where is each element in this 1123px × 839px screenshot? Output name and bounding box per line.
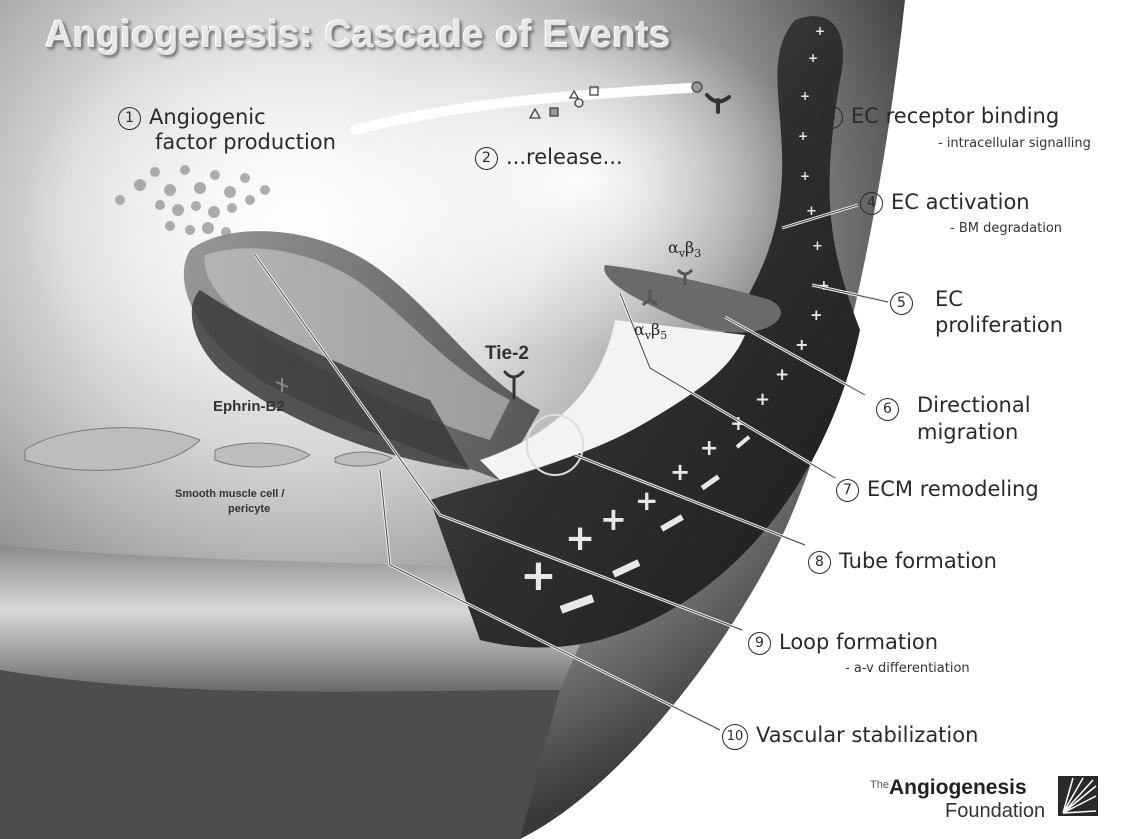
smc-label-line1: Smooth muscle cell / <box>175 488 284 500</box>
step-7-text: ECM remodeling <box>867 477 1039 501</box>
step-4-label: 4 EC activation <box>860 190 1030 215</box>
svg-text:+: + <box>812 239 823 254</box>
integrin-avb5-label: αvβ5 <box>634 320 667 342</box>
svg-text:+: + <box>755 389 770 410</box>
step-4-text: EC activation <box>891 190 1030 214</box>
logo-name: Angiogenesis <box>889 776 1027 799</box>
diagram-title: Angiogenesis: Cascade of Events <box>45 14 671 57</box>
step-5-text-line1: EC <box>935 287 963 312</box>
step-6-text-line2: migration <box>917 420 1018 445</box>
svg-text:+: + <box>795 335 808 354</box>
svg-text:+: + <box>815 24 825 38</box>
step-8-number: 8 <box>808 551 831 574</box>
svg-text:+: + <box>670 458 690 486</box>
svg-text:+: + <box>635 484 658 517</box>
step-5-text-line2: proliferation <box>935 313 1063 338</box>
svg-text:+: + <box>775 365 789 385</box>
step-9-text: Loop formation <box>779 630 938 654</box>
step-9-number: 9 <box>748 632 771 655</box>
step-10-text: Vascular stabilization <box>756 723 978 747</box>
step-6-text-line1: Directional <box>917 393 1031 418</box>
logo-prefix: The <box>870 779 889 791</box>
smc-label-line2: pericyte <box>228 503 270 515</box>
step-6-number: 6 <box>876 398 899 421</box>
svg-text:+: + <box>810 306 823 324</box>
step-2-number: 2 <box>475 147 498 170</box>
step-9-label: 9 Loop formation <box>748 630 938 655</box>
ephrin-label: Ephrin-B2 <box>213 398 285 415</box>
logo: TheAngiogenesis <box>870 776 1027 800</box>
step-6-label: 6 <box>876 396 907 421</box>
step-7-number: 7 <box>836 479 859 502</box>
step-9-sub: - a-v differentiation <box>845 661 970 677</box>
step-2-text: ...release... <box>506 145 623 169</box>
step-3-number: 3 <box>820 106 843 129</box>
step-3-sub: - intracellular signalling <box>938 136 1091 152</box>
step-2-label: 2 ...release... <box>475 145 623 170</box>
svg-text:+: + <box>798 129 808 143</box>
logo-line2: Foundation <box>945 800 1045 823</box>
svg-text:+: + <box>800 169 810 183</box>
step-10-number: 10 <box>722 724 748 750</box>
step-4-number: 4 <box>860 192 883 215</box>
step-7-label: 7 ECM remodeling <box>836 477 1039 502</box>
integrin-avb3-label: αvβ3 <box>668 238 701 260</box>
step-1-text-line2: factor production <box>118 130 336 154</box>
svg-text:+: + <box>600 500 627 538</box>
step-1-text-line1: Angiogenic <box>149 105 266 129</box>
logo-starburst-icon <box>1058 776 1098 816</box>
step-3-text: EC receptor binding <box>851 104 1059 128</box>
step-1-label: 1 Angiogenic factor production <box>118 105 336 155</box>
svg-text:+: + <box>565 518 595 559</box>
tie2-label: Tie-2 <box>485 343 529 365</box>
parent-vessel-lower <box>0 670 560 839</box>
step-3-label: 3 EC receptor binding <box>820 104 1059 129</box>
step-10-label: 10 Vascular stabilization <box>722 723 978 750</box>
step-8-label: 8 Tube formation <box>808 549 997 574</box>
step-1-number: 1 <box>118 107 141 130</box>
svg-text:+: + <box>808 51 818 65</box>
step-4-sub: - BM degradation <box>950 221 1062 237</box>
step-5-number: 5 <box>890 292 913 315</box>
svg-text:+: + <box>700 436 718 461</box>
svg-text:+: + <box>800 89 810 103</box>
step-5-label: 5 <box>890 290 921 315</box>
step-8-text: Tube formation <box>839 549 997 573</box>
